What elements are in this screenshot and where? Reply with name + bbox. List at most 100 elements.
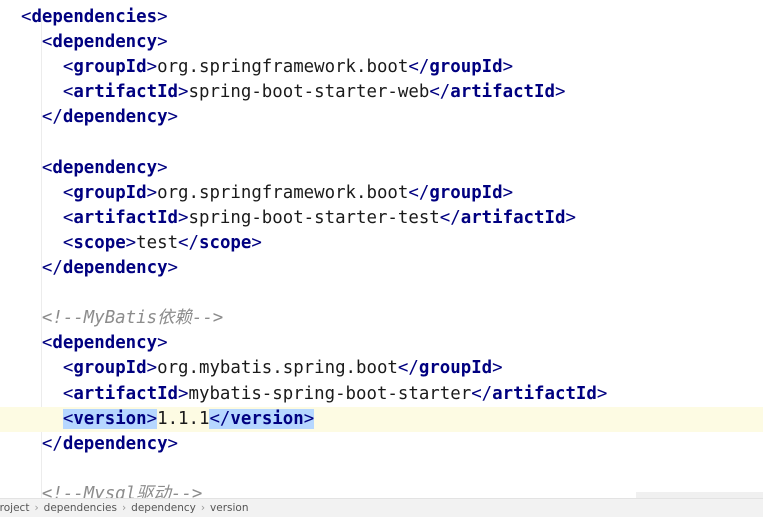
xml-bracket: </ <box>41 433 63 454</box>
indent <box>0 384 63 404</box>
xml-bracket: < <box>62 383 74 404</box>
indent <box>0 434 42 454</box>
breadcrumb-separator-icon: › <box>200 502 206 514</box>
xml-bracket: < <box>62 182 74 203</box>
xml-tag-name: groupId <box>418 358 493 379</box>
code-line[interactable] <box>0 281 763 306</box>
xml-tag-name: groupId <box>73 358 147 379</box>
indent <box>0 233 63 253</box>
xml-bracket: > <box>167 258 179 278</box>
code-line[interactable]: <dependency> <box>0 30 763 55</box>
horizontal-scrollbar[interactable] <box>636 492 763 498</box>
indent <box>0 258 42 278</box>
breadcrumb: project›dependencies›dependency›version <box>0 498 763 517</box>
xml-tag-name: scope <box>73 232 126 253</box>
xml-bracket: > <box>502 57 514 78</box>
code-line[interactable]: <artifactId>spring-boot-starter-web</art… <box>0 80 763 105</box>
code-line[interactable]: </dependency> <box>0 432 763 457</box>
xml-bracket: </ <box>439 207 461 228</box>
code-line[interactable] <box>0 131 763 156</box>
xml-bracket: < <box>41 32 53 53</box>
code-line[interactable]: </dependency> <box>0 256 763 281</box>
code-line[interactable]: <groupId>org.springframework.boot</group… <box>0 55 763 80</box>
code-editor[interactable]: <dependencies> <dependency> <groupId>org… <box>0 0 763 498</box>
xml-bracket: > <box>146 182 158 203</box>
indent <box>0 82 63 102</box>
xml-bracket: < <box>62 358 74 379</box>
xml-text: spring-boot-starter-web <box>188 82 430 103</box>
xml-bracket: > <box>502 182 514 203</box>
xml-tag-name: artifactId <box>460 207 566 228</box>
xml-bracket: > <box>554 82 566 103</box>
code-line[interactable]: </dependency> <box>0 105 763 130</box>
code-line-current[interactable]: <version>1.1.1</version> <box>0 406 763 432</box>
xml-bracket: > <box>125 232 137 253</box>
xml-text: spring-boot-starter-test <box>188 207 440 228</box>
xml-tag-name: dependency <box>62 107 168 128</box>
xml-bracket: > <box>492 358 503 379</box>
xml-tag-name: artifactId <box>73 82 179 103</box>
xml-tag-name: dependency <box>62 258 168 278</box>
xml-bracket: </ <box>429 82 451 103</box>
indent-guide <box>41 18 42 498</box>
breadcrumb-item-version[interactable]: version <box>210 502 249 514</box>
code-line[interactable]: <dependencies> <box>0 5 763 30</box>
xml-bracket: > <box>157 333 168 354</box>
xml-tag-name: dependency <box>52 32 158 53</box>
xml-tag-name: groupId <box>73 57 147 78</box>
xml-tag-name: groupId <box>429 182 503 203</box>
xml-bracket: </ <box>178 232 199 253</box>
breadcrumb-item-dependency[interactable]: dependency <box>131 502 196 514</box>
xml-tag-name: version <box>230 408 304 429</box>
xml-bracket: > <box>157 157 168 178</box>
xml-tag-name: artifactId <box>73 383 179 404</box>
xml-bracket: > <box>178 383 189 404</box>
indent <box>0 158 42 178</box>
xml-text: 1.1.1 <box>157 408 210 429</box>
code-line[interactable]: <artifactId>mybatis-spring-boot-starter<… <box>0 382 763 407</box>
xml-bracket: > <box>178 207 189 228</box>
code-line[interactable]: <groupId>org.mybatis.spring.boot</groupI… <box>0 356 763 381</box>
code-line[interactable]: <artifactId>spring-boot-starter-test</ar… <box>0 206 763 231</box>
xml-bracket: </ <box>209 408 231 429</box>
xml-bracket: > <box>596 383 608 404</box>
breadcrumb-item-project[interactable]: project <box>0 502 30 514</box>
indent <box>0 333 42 353</box>
xml-text: org.springframework.boot <box>157 57 409 78</box>
xml-text: test <box>136 232 179 253</box>
xml-tag-name: groupId <box>73 182 147 203</box>
xml-comment: <!--Mysql驱动--> <box>41 483 203 498</box>
code-line[interactable]: <!--MyBatis依赖--> <box>0 306 763 331</box>
xml-bracket: < <box>41 333 53 354</box>
indent <box>0 7 21 27</box>
breadcrumb-item-dependencies[interactable]: dependencies <box>43 502 117 514</box>
code-line[interactable] <box>0 457 763 482</box>
code-line[interactable]: <dependency> <box>0 331 763 356</box>
xml-tag-name: dependency <box>52 157 158 178</box>
xml-bracket: < <box>62 232 74 253</box>
xml-bracket: </ <box>41 258 63 278</box>
indent <box>0 409 63 429</box>
code-line[interactable]: <dependency> <box>0 156 763 181</box>
xml-bracket: > <box>157 7 168 27</box>
code-line[interactable]: <groupId>org.springframework.boot</group… <box>0 181 763 206</box>
xml-bracket: > <box>146 57 158 78</box>
xml-tag-name: groupId <box>429 57 503 78</box>
code-line[interactable]: <scope>test</scope> <box>0 231 763 256</box>
xml-bracket: > <box>303 408 315 429</box>
xml-bracket: > <box>251 232 262 253</box>
xml-tag-name: version <box>73 408 147 429</box>
xml-bracket: </ <box>397 358 419 379</box>
xml-text: mybatis-spring-boot-starter <box>188 383 472 404</box>
indent <box>0 358 63 378</box>
indent <box>0 484 42 498</box>
xml-comment: <!--MyBatis依赖--> <box>41 308 224 329</box>
code-line[interactable]: <!--Mysql驱动--> <box>0 482 763 498</box>
xml-bracket: > <box>167 107 179 128</box>
xml-bracket: > <box>167 433 179 454</box>
xml-bracket: > <box>178 82 189 103</box>
xml-bracket: < <box>62 82 74 103</box>
xml-bracket: < <box>62 207 74 228</box>
xml-tag-name: artifactId <box>492 383 597 404</box>
xml-tag-name: artifactId <box>73 207 179 228</box>
